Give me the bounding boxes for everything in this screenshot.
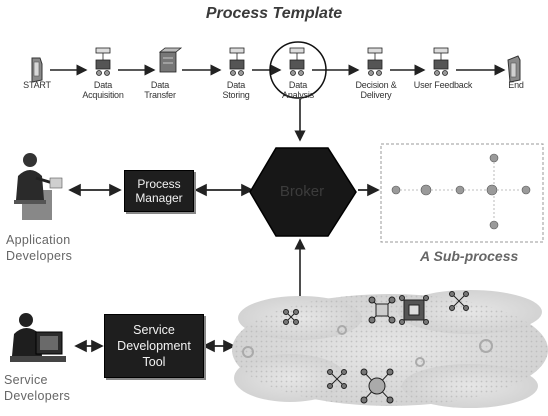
step-label-end: End xyxy=(508,80,524,90)
step-label-data-acquisition: Data Acquisition xyxy=(82,80,124,100)
service-node-icon-6 xyxy=(360,368,394,404)
step-icon-user-feedback xyxy=(433,47,449,76)
service-node-icon-5 xyxy=(327,369,347,389)
step-icon-data-transfer xyxy=(158,47,183,73)
diagram-title: Process Template xyxy=(205,5,343,22)
end-node-icon xyxy=(507,55,521,83)
service-developer-icon xyxy=(10,313,66,362)
subprocess-connectors xyxy=(400,162,521,220)
step-label-user-feedback: User Feedback xyxy=(413,80,473,90)
step-label-data-storing: Data Storing xyxy=(222,80,250,100)
service-circle-icon-1 xyxy=(242,346,254,358)
subprocess-label: A Sub-process xyxy=(420,248,519,264)
service-circle-icon-2 xyxy=(337,325,347,335)
service-development-tool-box[interactable]: Service Development Tool xyxy=(104,314,204,378)
service-node-icon-1 xyxy=(283,309,299,325)
step-label-data-analysis: Data Analysis xyxy=(282,80,314,100)
step-icon-data-analysis xyxy=(289,47,305,76)
highlight-circle xyxy=(269,41,327,99)
step-icon-decision-delivery xyxy=(367,47,383,76)
service-cloud xyxy=(232,290,548,408)
application-developer-icon xyxy=(14,153,63,220)
service-node-icon-4 xyxy=(449,291,469,311)
step-icon-data-storing xyxy=(229,47,245,76)
subprocess-nodes xyxy=(391,153,531,230)
subprocess-box xyxy=(380,143,544,243)
service-icons xyxy=(242,291,493,404)
process-manager-box[interactable]: Process Manager xyxy=(124,170,194,212)
step-icons xyxy=(95,47,449,76)
service-circle-icon-3 xyxy=(479,339,493,353)
step-label-data-transfer: Data Transfer xyxy=(144,80,176,100)
service-circle-icon-4 xyxy=(415,357,425,367)
service-node-icon-2 xyxy=(368,296,396,324)
service-developers-label: Service Developers xyxy=(4,373,71,403)
step-icon-data-acquisition xyxy=(95,47,111,76)
service-node-icon-3 xyxy=(399,295,429,325)
broker-hexagon xyxy=(249,147,357,237)
application-developers-label: Application Developers xyxy=(6,233,73,263)
step-label-decision-delivery: Decision & Delivery xyxy=(355,80,397,100)
step-label-start: START xyxy=(23,80,51,90)
broker-label: Broker xyxy=(279,183,325,200)
start-node-icon xyxy=(31,57,43,83)
